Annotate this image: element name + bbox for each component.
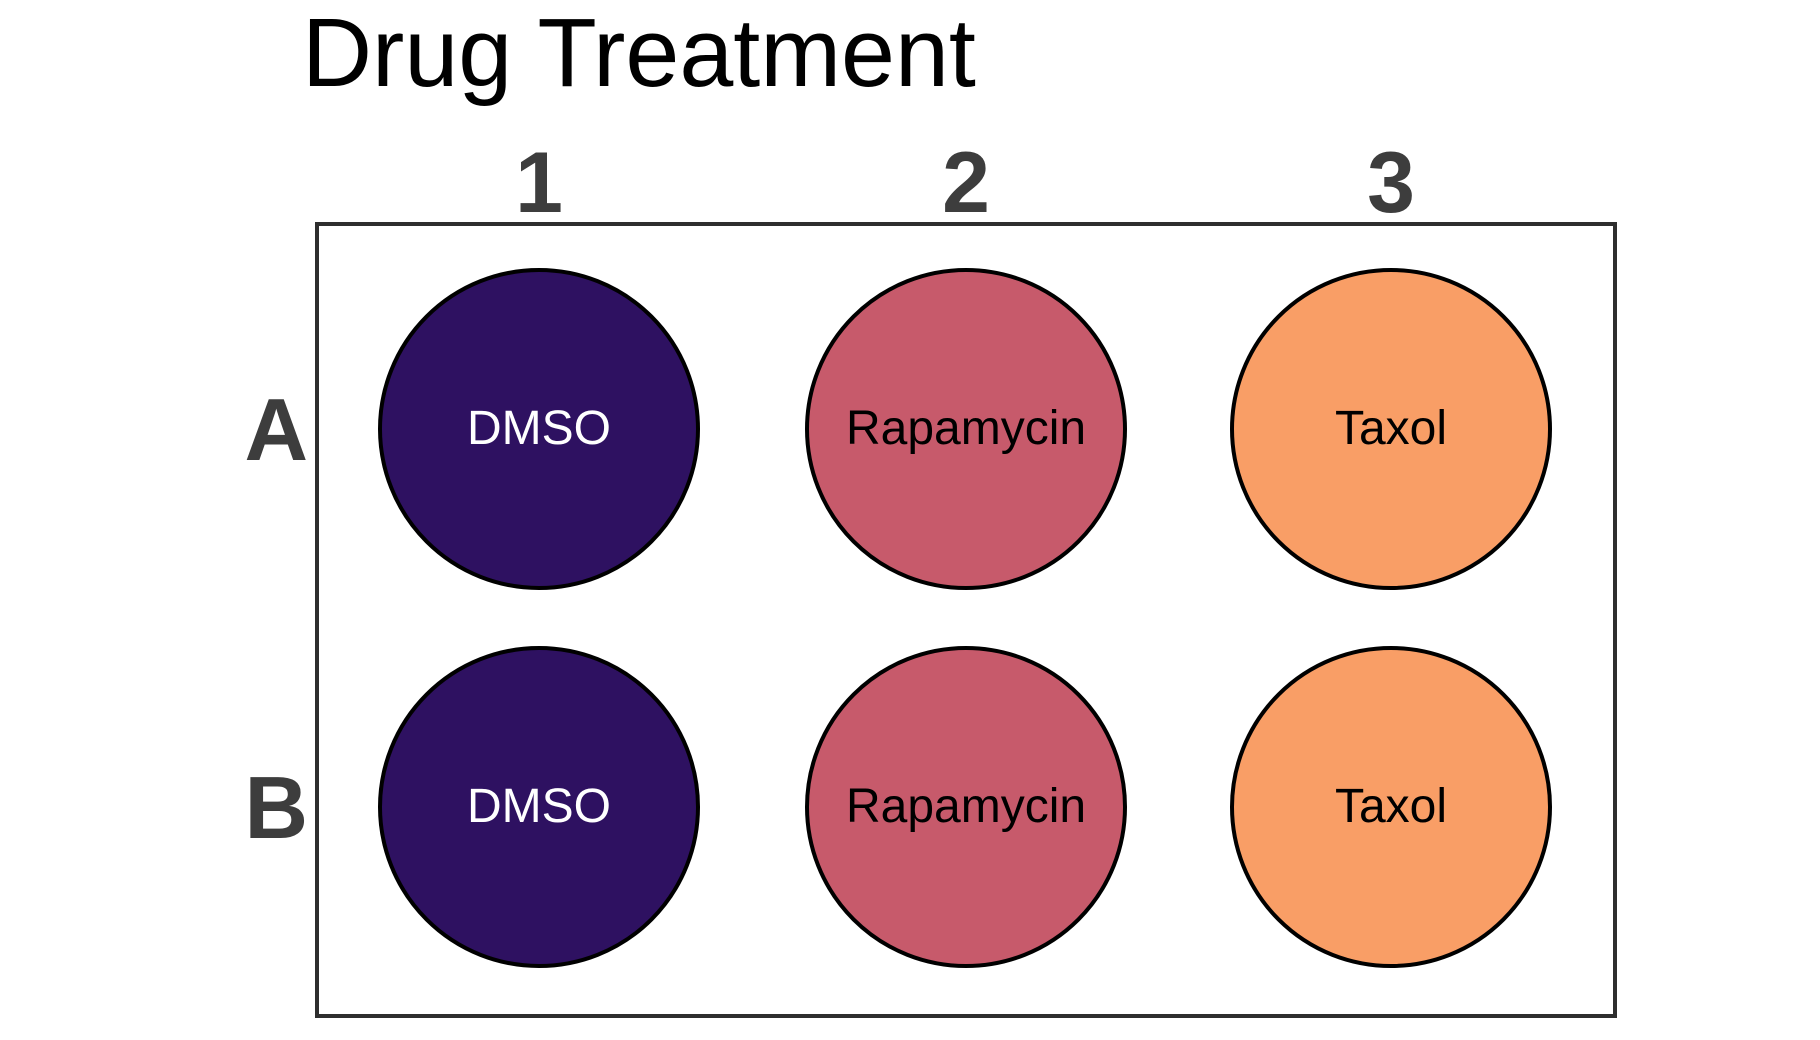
column-label-1: 1 <box>515 135 563 231</box>
well-a2-rapamycin: Rapamycin <box>805 268 1127 590</box>
well-drug-label: DMSO <box>467 402 611 455</box>
well-b2-rapamycin: Rapamycin <box>805 646 1127 968</box>
well-b3-taxol: Taxol <box>1230 646 1552 968</box>
column-label-2: 2 <box>942 135 990 231</box>
figure-title: Drug Treatment <box>302 0 976 107</box>
well-drug-label: Taxol <box>1334 780 1448 833</box>
row-label-b: B <box>244 758 308 857</box>
well-drug-label: Rapamycin <box>845 402 1087 455</box>
well-drug-label: Taxol <box>1334 402 1448 455</box>
well-a1-dmso: DMSO <box>378 268 700 590</box>
row-label-a: A <box>244 380 308 479</box>
column-label-3: 3 <box>1367 135 1415 231</box>
well-drug-label: DMSO <box>467 780 611 833</box>
well-b1-dmso: DMSO <box>378 646 700 968</box>
well-drug-label: Rapamycin <box>845 780 1087 833</box>
well-a3-taxol: Taxol <box>1230 268 1552 590</box>
